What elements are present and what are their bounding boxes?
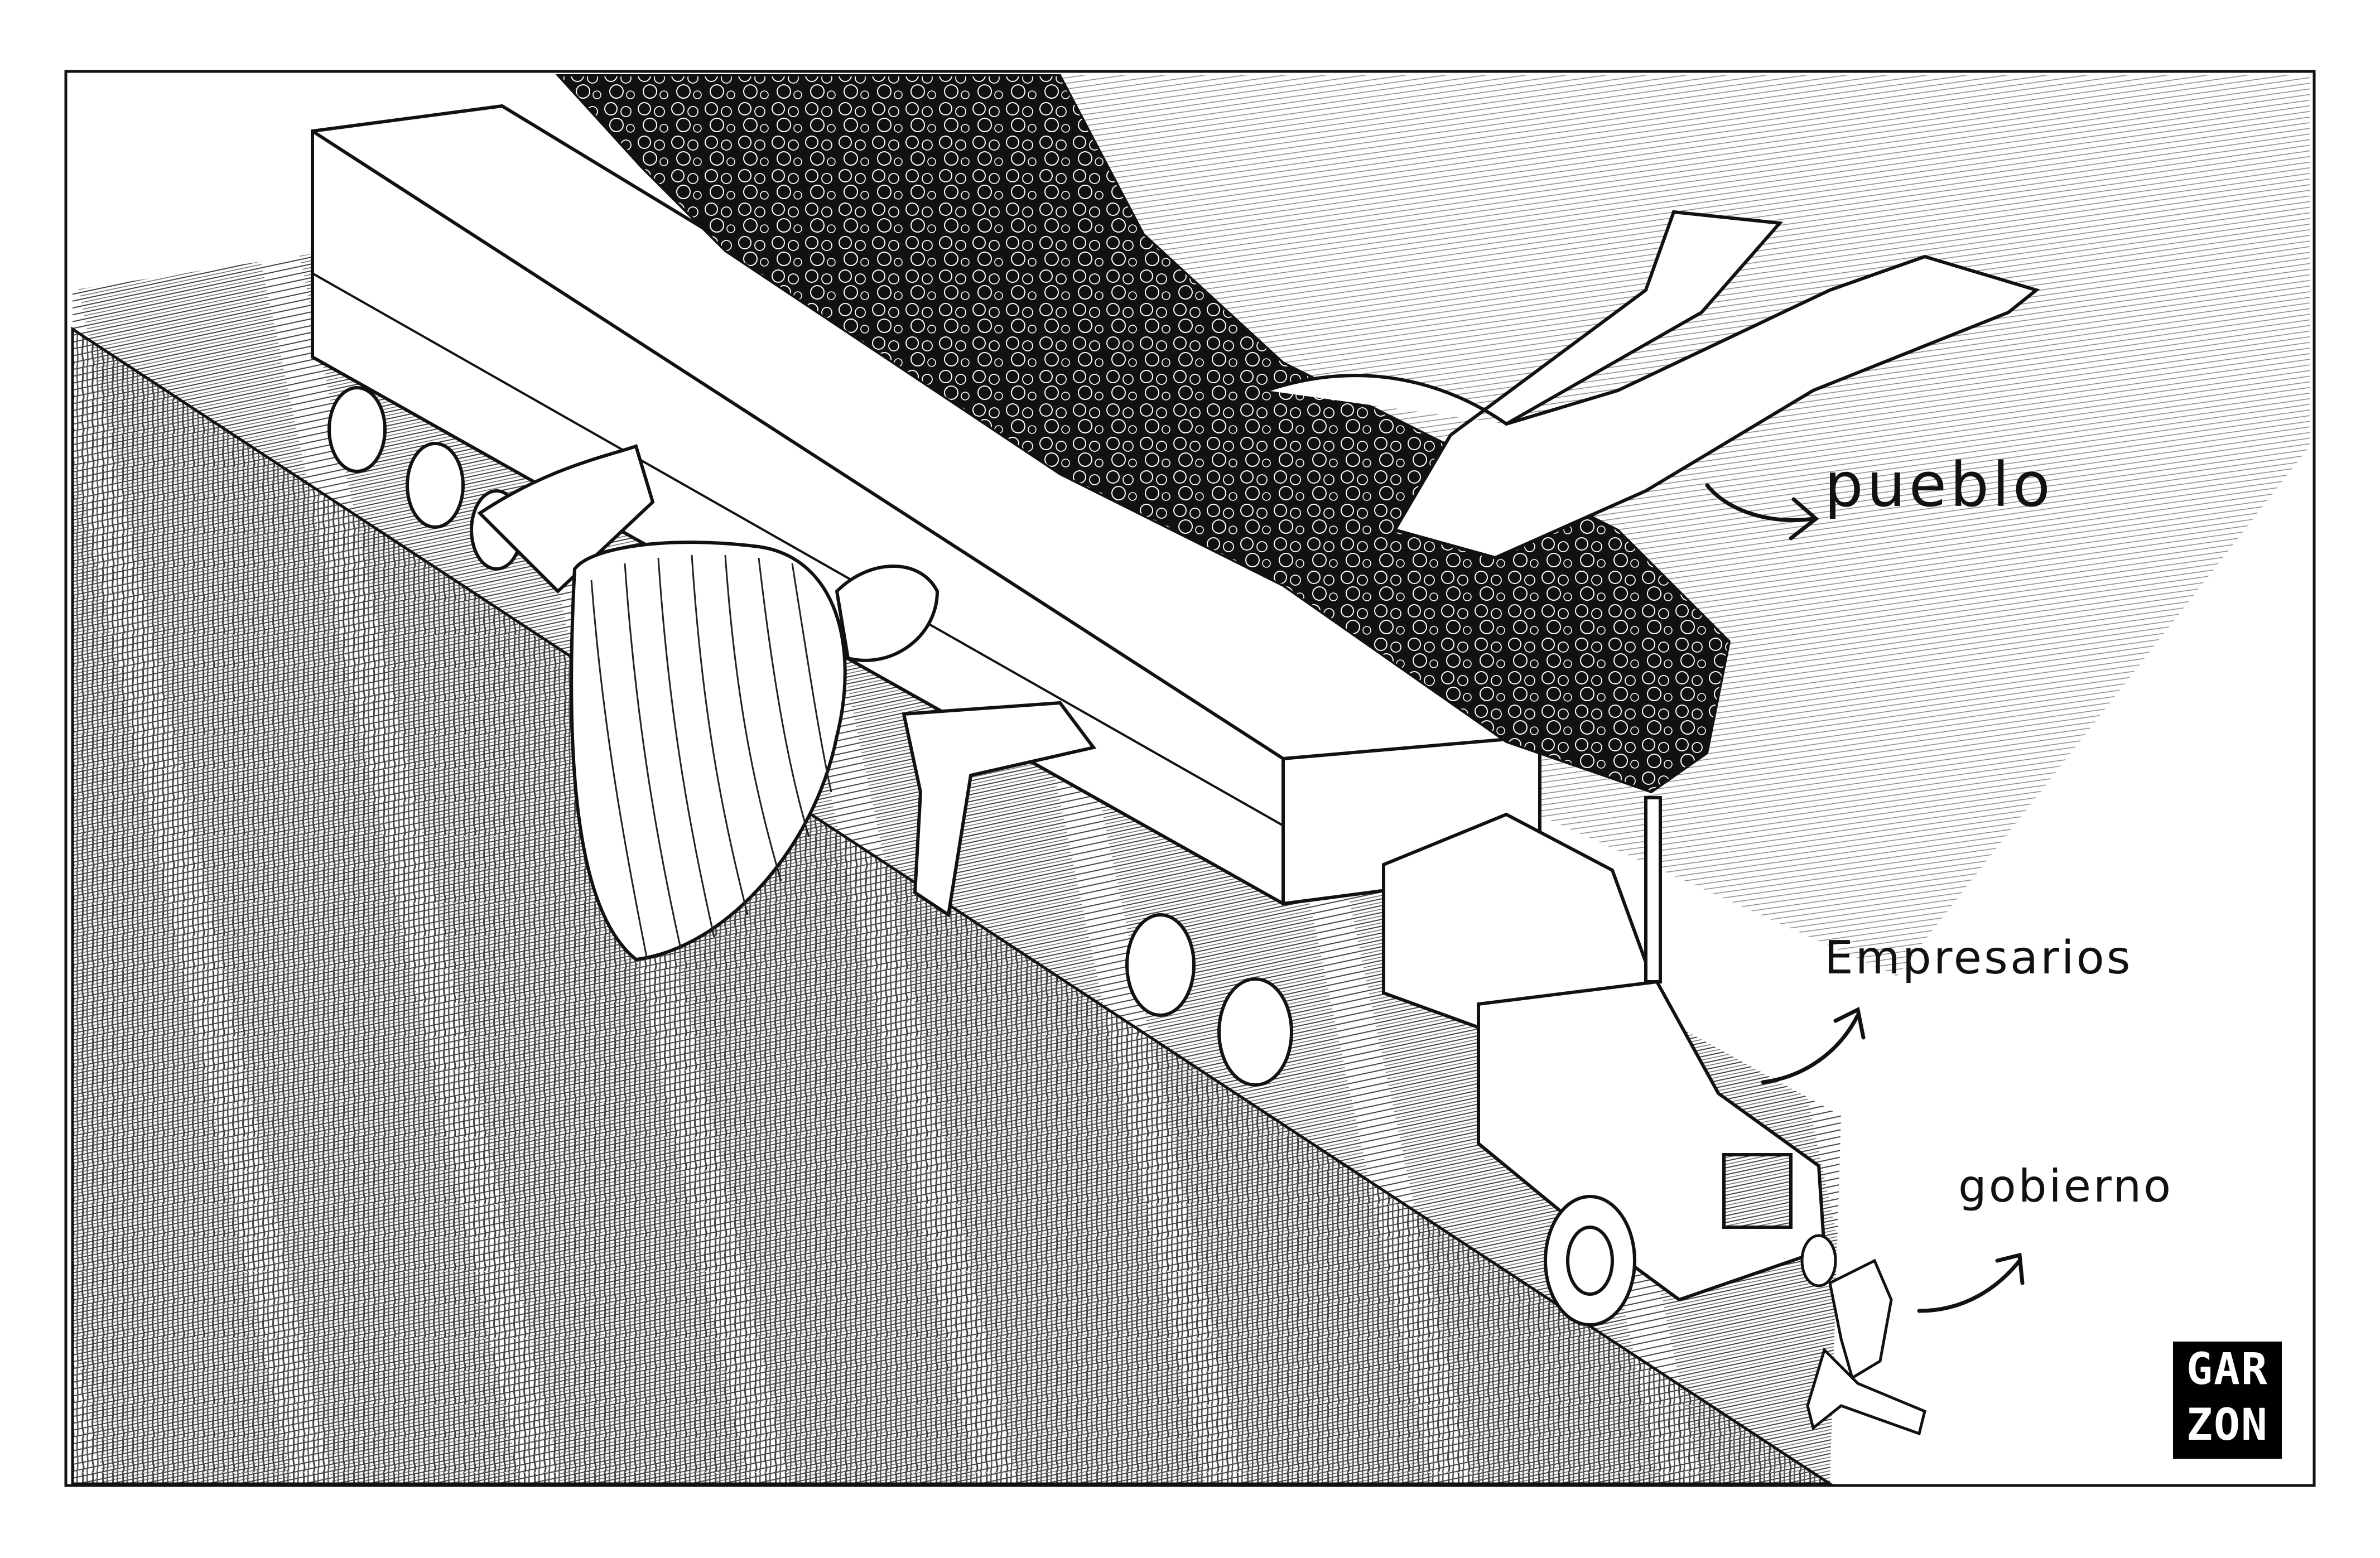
artist-signature: GAR ZON <box>2173 1342 2282 1459</box>
leaning-figure <box>477 444 1097 962</box>
gobierno-figure <box>1800 1234 1926 1436</box>
signature-line-1: GAR <box>2186 1344 2268 1395</box>
arrow-icon <box>1917 1252 2025 1313</box>
pueblo-figure <box>1266 210 2040 560</box>
label-gobierno: gobierno <box>1958 1160 2174 1212</box>
arrow-icon <box>1705 483 1819 541</box>
truck-cab <box>1382 796 1827 1327</box>
label-empresarios: Empresarios <box>1824 932 2133 985</box>
exhaust-smoke <box>555 74 1731 794</box>
arrow-icon <box>1761 1006 1866 1084</box>
label-pueblo: pueblo <box>1824 449 2054 520</box>
signature-line-2: ZON <box>2186 1400 2268 1450</box>
trailer-wheels <box>327 386 1293 1087</box>
